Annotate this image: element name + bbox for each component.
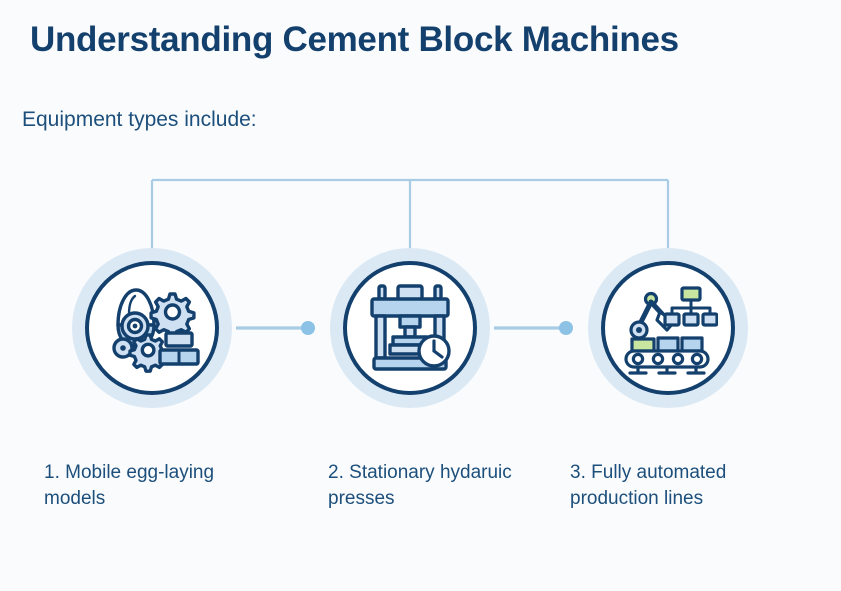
automated-production-line-icon (618, 278, 719, 378)
caption-node-2: 2. Stationary hydaruic presses (328, 460, 548, 512)
connector-dot-1 (301, 321, 315, 335)
caption-node-2-text: Stationary hydaruic presses (328, 462, 512, 509)
caption-node-3-number: 3. (570, 462, 586, 483)
node-1[interactable] (72, 248, 232, 408)
caption-node-2-number: 2. (328, 462, 344, 483)
node-3[interactable] (588, 248, 748, 408)
subtitle: Equipment types include: (22, 108, 257, 131)
page-title: Understanding Cement Block Machines (30, 20, 679, 59)
caption-node-3: 3. Fully automated production lines (570, 460, 800, 512)
node-2[interactable] (330, 248, 490, 408)
caption-node-3-text: Fully automated production lines (570, 462, 727, 509)
hydraulic-press-icon (360, 278, 460, 378)
caption-node-1-text: Mobile egg-laying models (44, 462, 215, 509)
mobile-egg-laying-machine-icon (102, 278, 202, 378)
connector-dot-2 (559, 321, 573, 335)
caption-node-1: 1. Mobile egg-laying models (44, 460, 274, 512)
caption-node-1-number: 1. (44, 462, 60, 483)
